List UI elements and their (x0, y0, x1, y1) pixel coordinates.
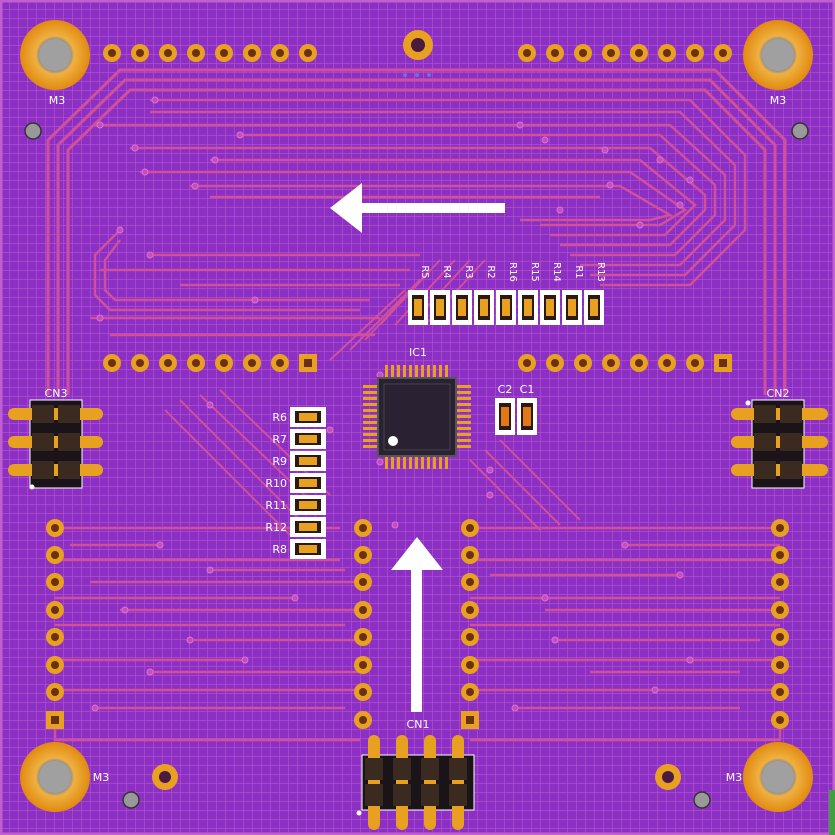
capacitor-c1 (517, 398, 537, 435)
resistor-r12 (290, 517, 326, 537)
label-mount-br: M3 (726, 771, 743, 784)
pad-column-center-left (354, 519, 372, 729)
resistor-r11 (290, 495, 326, 515)
left-arrow-icon (330, 183, 505, 233)
label-cn1: CN1 (407, 718, 430, 731)
label-r8: R8 (272, 543, 287, 556)
resistor-r10 (290, 473, 326, 493)
label-r13: R13 (595, 262, 606, 282)
label-r3: R3 (463, 265, 474, 278)
resistor-r8 (290, 539, 326, 559)
top-left-header (103, 44, 317, 62)
label-mount-bl: M3 (93, 771, 110, 784)
label-cn3: CN3 (45, 387, 68, 400)
outer-traces (46, 68, 787, 395)
small-vias (91, 96, 694, 712)
pad-column-right (771, 519, 789, 729)
small-holes (24, 122, 809, 809)
resistor-r1 (562, 290, 582, 325)
edge-accent (829, 790, 835, 835)
label-ic1: IC1 (409, 346, 427, 359)
label-r15: R15 (529, 262, 540, 282)
mount-hole-tr (743, 20, 813, 90)
top-bus-traces (90, 98, 747, 337)
resistor-r2 (474, 290, 494, 325)
up-arrow-icon (391, 537, 443, 712)
label-c2: C2 (498, 383, 513, 396)
resistor-r16 (496, 290, 516, 325)
resistor-r13 (584, 290, 604, 325)
label-r14: R14 (551, 262, 562, 282)
label-r5: R5 (419, 265, 430, 278)
resistor-r7 (290, 429, 326, 449)
label-cn2: CN2 (767, 387, 790, 400)
cn1-connector: CN1 (356, 718, 475, 830)
capacitors: C2 C1 (495, 383, 537, 435)
ic-fanout-traces (164, 259, 581, 536)
label-r4: R4 (441, 265, 452, 278)
resistor-r15 (518, 290, 538, 325)
label-r2: R2 (485, 265, 496, 278)
top-center-via (403, 30, 433, 77)
resistor-r14 (540, 290, 560, 325)
pad-column-left (46, 519, 64, 729)
cn2-connector: CN2 (731, 387, 828, 489)
resistor-r3 (452, 290, 472, 325)
top-resistor-labels: R5 R4 R3 R2 R16 R15 R14 R1 R13 (419, 262, 606, 282)
mount-hole-tl (20, 20, 90, 90)
bottom-traces (53, 526, 782, 742)
capacitor-c2 (495, 398, 515, 435)
mid-right-header (518, 354, 732, 372)
label-c1: C1 (520, 383, 535, 396)
pad-column-center-right (461, 519, 479, 729)
left-resistor-array (290, 407, 326, 559)
label-r10: R10 (265, 477, 287, 490)
label-mount-tr: M3 (770, 94, 787, 107)
left-resistor-labels: R6 R7 R9 R10 R11 R12 R8 (265, 411, 287, 556)
top-right-header (518, 44, 732, 62)
mount-hole-bl (20, 742, 90, 812)
label-r9: R9 (272, 455, 287, 468)
label-r12: R12 (265, 521, 287, 534)
label-mount-tl: M3 (49, 94, 66, 107)
label-r1: R1 (573, 265, 584, 278)
label-r7: R7 (272, 433, 287, 446)
label-r16: R16 (507, 262, 518, 282)
resistor-r9 (290, 451, 326, 471)
ic1-chip: IC1 (363, 346, 471, 469)
mid-left-header (103, 354, 317, 372)
cn3-connector: CN3 (8, 387, 103, 490)
resistor-r5 (408, 290, 428, 325)
label-r6: R6 (272, 411, 287, 424)
label-r11: R11 (265, 499, 287, 512)
resistor-r4 (430, 290, 450, 325)
resistor-r6 (290, 407, 326, 427)
mount-hole-br (743, 742, 813, 812)
top-resistor-array (408, 290, 604, 325)
